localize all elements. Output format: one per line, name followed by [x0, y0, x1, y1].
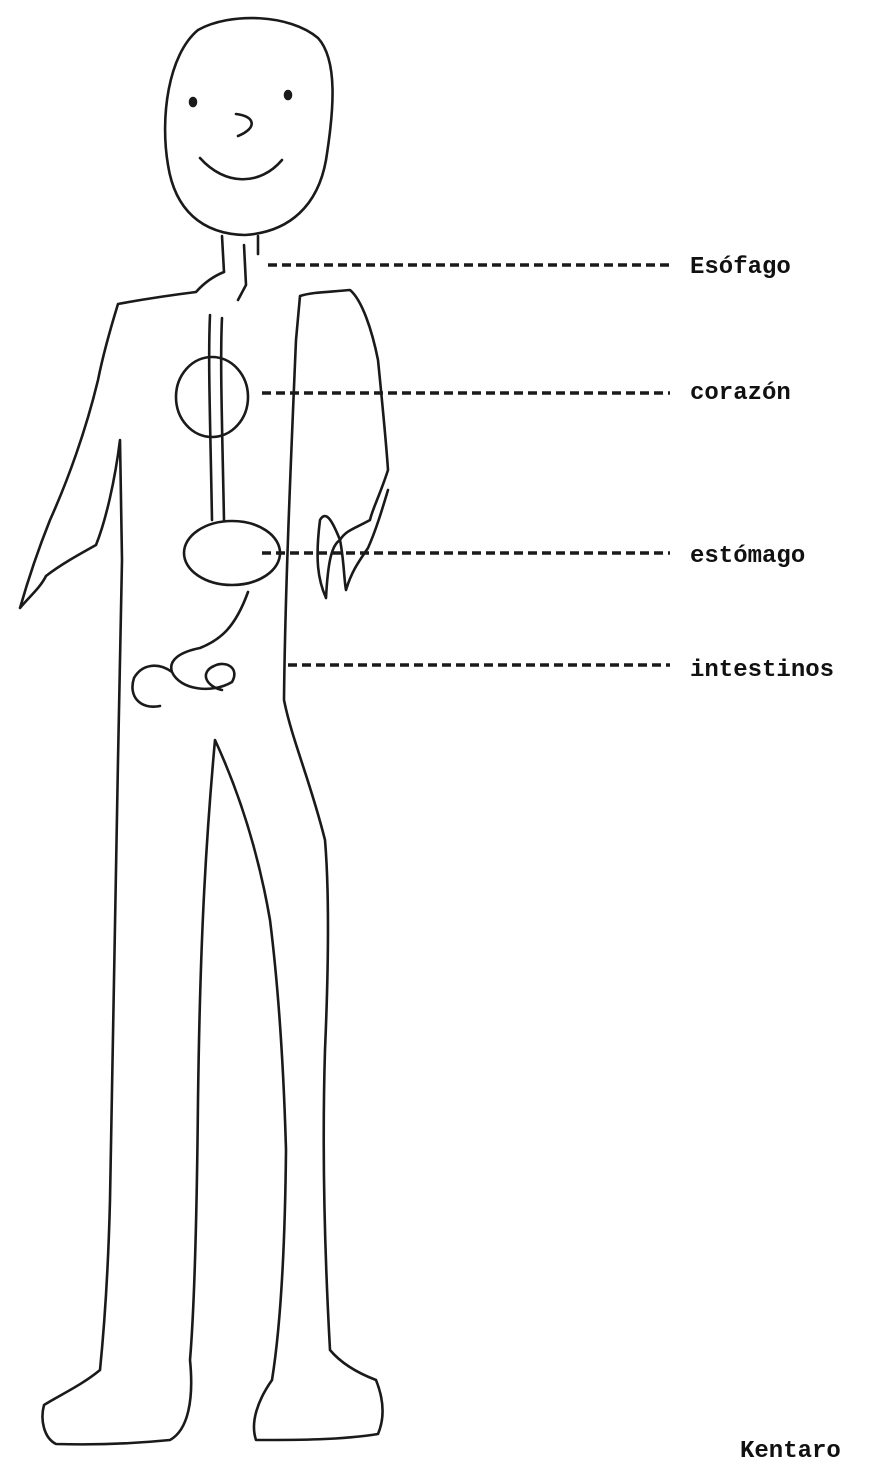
label-estomago: estómago: [690, 545, 805, 569]
gut-tube-left: [209, 315, 212, 520]
author-signature: Kentaro: [740, 1440, 841, 1464]
head-outline: [165, 18, 332, 235]
label-esofago: Esófago: [690, 256, 791, 280]
mouth: [200, 158, 282, 179]
label-intestinos: intestinos: [690, 659, 834, 683]
heart: [176, 357, 248, 437]
label-corazon: corazón: [690, 382, 791, 406]
intestines: [132, 592, 248, 707]
gut-tube-right: [221, 318, 224, 520]
body-outline: [20, 272, 388, 1444]
nose: [236, 114, 252, 136]
right-eye: [285, 91, 291, 99]
esophagus: [238, 245, 246, 300]
left-eye: [190, 98, 196, 106]
neck-left: [222, 236, 224, 272]
